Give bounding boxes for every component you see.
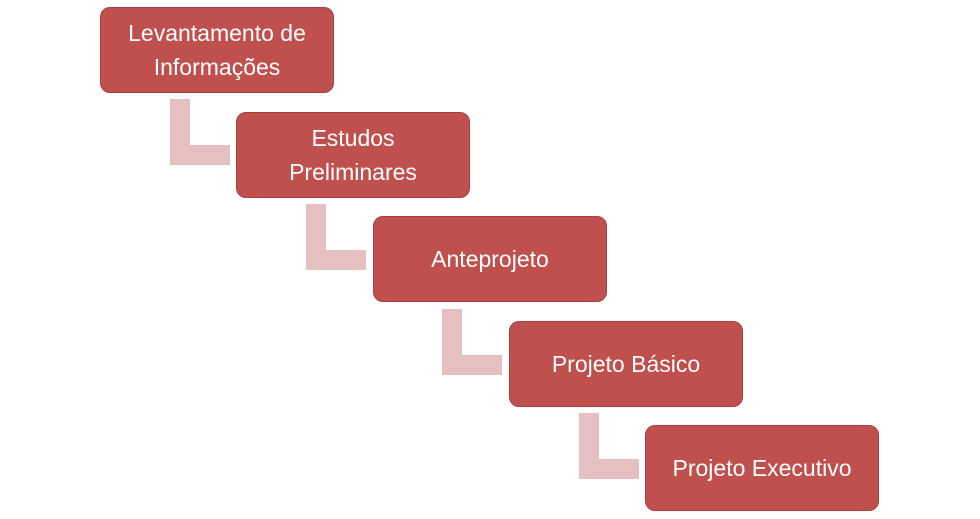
step-label: Projeto Básico bbox=[551, 350, 701, 377]
step-connector-arrow bbox=[170, 99, 230, 165]
step-anteprojeto: Anteprojeto bbox=[373, 216, 607, 302]
step-projeto-executivo: Projeto Executivo bbox=[645, 425, 879, 511]
step-label: Projeto Executivo bbox=[672, 454, 852, 481]
step-estudos-preliminares: Estudos Preliminares bbox=[236, 112, 470, 198]
step-label: Anteprojeto bbox=[431, 245, 549, 272]
step-connector-arrow bbox=[579, 413, 639, 479]
step-connector-arrow bbox=[306, 204, 366, 270]
step-connector-arrow bbox=[442, 309, 502, 375]
step-label: Estudos Preliminares bbox=[289, 124, 417, 186]
step-label: Levantamento de Informações bbox=[128, 19, 306, 81]
step-projeto-basico: Projeto Básico bbox=[509, 321, 743, 407]
step-levantamento-de-informacoes: Levantamento de Informações bbox=[100, 7, 334, 93]
